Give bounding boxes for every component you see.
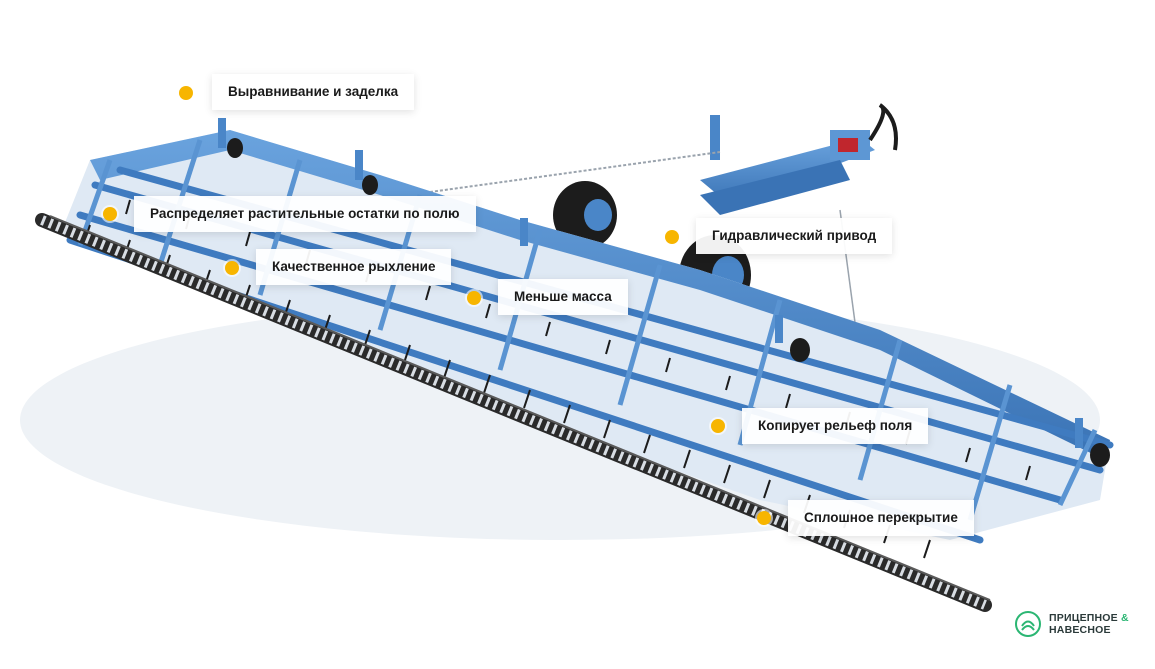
callout-leveling: Выравнивание и заделка <box>212 74 415 110</box>
brand-logo[interactable]: ПРИЦЕПНОЕ & НАВЕСНОЕ <box>1015 611 1129 637</box>
hotspot-terrain[interactable] <box>711 419 725 433</box>
callout-residue: Распределяет растительные остатки по пол… <box>134 196 476 232</box>
callout-terrain: Копирует рельеф поля <box>742 408 929 444</box>
callout-hydraulic: Гидравлический привод <box>696 218 893 254</box>
hotspot-loosening[interactable] <box>225 261 239 275</box>
hotspot-residue[interactable] <box>103 207 117 221</box>
callout-loosening: Качественное рыхление <box>256 249 452 285</box>
hotspot-leveling[interactable] <box>179 86 193 100</box>
hotspot-hydraulic[interactable] <box>665 230 679 244</box>
hotspot-overlap[interactable] <box>757 511 771 525</box>
callout-overlap: Сплошное перекрытие <box>788 500 974 536</box>
callout-weight: Меньше масса <box>498 279 628 315</box>
hotspot-weight[interactable] <box>467 291 481 305</box>
brand-name: ПРИЦЕПНОЕ & НАВЕСНОЕ <box>1049 612 1129 636</box>
leaf-circle-icon <box>1015 611 1041 637</box>
rolling-harrow <box>35 213 992 612</box>
